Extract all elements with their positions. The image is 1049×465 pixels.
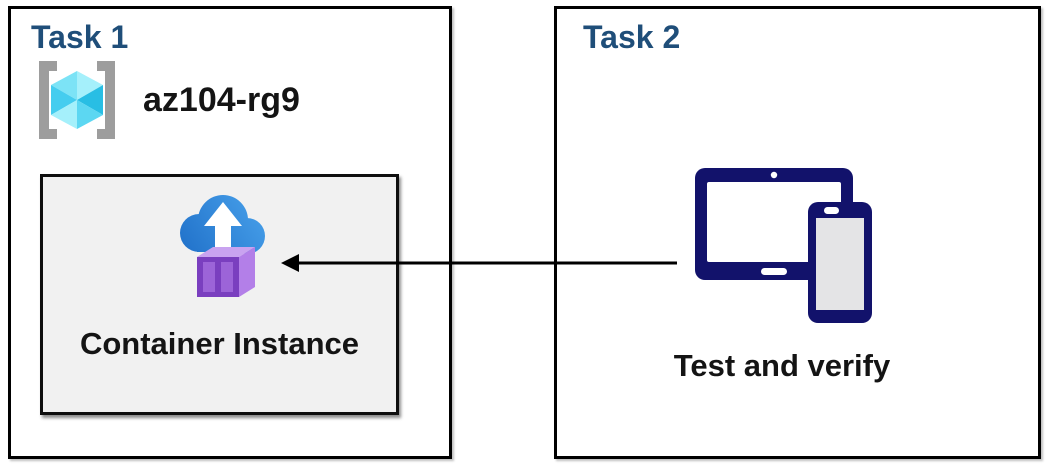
resource-group-icon (39, 61, 115, 139)
test-and-verify-group: Test and verify (662, 155, 902, 384)
container-instance-label: Container Instance (79, 326, 360, 361)
container-instances-icon (180, 195, 265, 297)
phone-screen (816, 218, 864, 310)
test-and-verify-label: Test and verify (673, 348, 891, 383)
container-instance-box: Container Instance (40, 174, 399, 415)
resource-group: az104-rg9 (33, 59, 300, 141)
tablet-and-phone-icon (695, 168, 872, 323)
task1-title: Task 1 (31, 19, 129, 55)
task2-box: Task 2 Test and verify (554, 6, 1041, 459)
phone-speaker (824, 207, 839, 214)
task2-title: Task 2 (583, 19, 681, 55)
task1-box: Task 1 az104-rg9 (8, 6, 452, 459)
tablet-camera-dot (770, 171, 778, 179)
resource-group-name: az104-rg9 (143, 80, 300, 119)
tablet-home-button (761, 268, 787, 275)
